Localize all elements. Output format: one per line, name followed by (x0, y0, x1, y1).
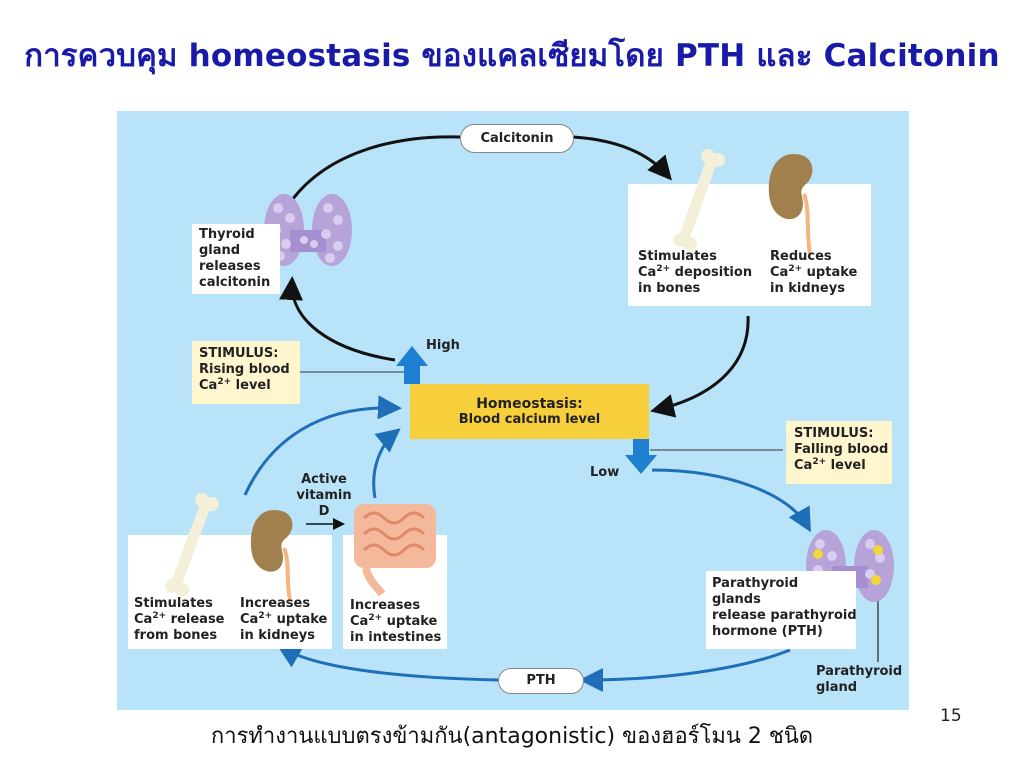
thyroid-label: Thyroid gland releases calcitonin (199, 227, 271, 290)
homeostasis-title: Homeostasis: (476, 396, 583, 412)
stimulus-rising-box (192, 341, 300, 404)
increases-kidney-uptake-label: Increases Ca2+ uptake in kidneys (240, 596, 328, 643)
thyroid-label-box (192, 224, 280, 294)
parathyroid-label-box (706, 571, 856, 649)
intestine-icon (354, 504, 436, 596)
kidney-icon (250, 510, 293, 601)
homeostasis-subtitle: Blood calcium level (458, 412, 601, 427)
thyroid-gland-icon (264, 194, 352, 266)
pth-hormone-label: PTH (498, 668, 584, 694)
pth-bone-kidney-box (128, 535, 332, 649)
increases-intestine-uptake-label: Increases Ca2+ uptake in intestines (350, 598, 442, 645)
slide-caption: การทำงานแบบตรงข้ามกัน(antagonistic) ของฮ… (210, 724, 814, 749)
calcitonin-hormone-label: Calcitonin (460, 124, 574, 153)
kidney-icon (768, 154, 813, 255)
homeostasis-box: Homeostasis: Blood calcium level (410, 384, 649, 439)
calcitonin-effects-box (628, 184, 871, 306)
low-label: Low (590, 465, 620, 480)
bone-icon (673, 149, 725, 251)
page-number: 15 (940, 706, 962, 726)
high-label: High (426, 338, 460, 353)
parathyroid-gland-label: Parathyroid gland (816, 664, 903, 695)
stimulus-falling-box (786, 421, 892, 484)
reduces-uptake-label: Reduces Ca2+ uptake in kidneys (770, 249, 858, 296)
bone-icon (165, 493, 219, 596)
slide-title: การควบคุม homeostasis ของแคลเซียมโดย PTH… (24, 38, 1000, 74)
stimulus-falling-label: STIMULUS: Falling blood Ca2+ level (794, 426, 889, 473)
stimulates-release-label: Stimulates Ca2+ release from bones (134, 596, 225, 643)
active-vitamin-d-label: Active vitamin D (296, 472, 352, 519)
stimulus-rising-label: STIMULUS: Rising blood Ca2+ level (199, 346, 290, 393)
parathyroid-label: Parathyroid glands release parathyroid h… (712, 576, 857, 639)
stimulates-deposition-label: Stimulates Ca2+ deposition in bones (638, 249, 753, 296)
